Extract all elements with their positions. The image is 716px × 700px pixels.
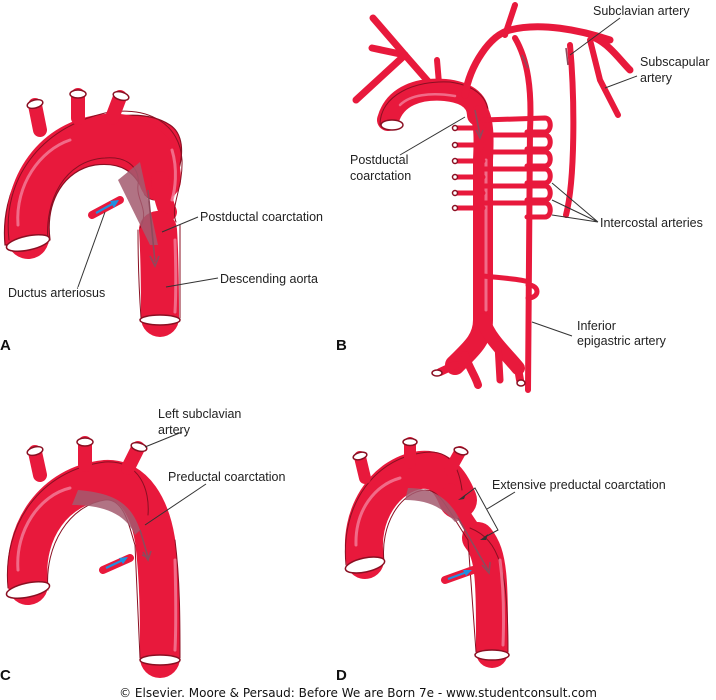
label-subscapular-2: artery xyxy=(640,71,673,85)
aortic-arch-a xyxy=(3,88,183,337)
panel-letter-b: B xyxy=(336,337,347,354)
label-extensive-preductal-coarctation: Extensive preductal coarctation xyxy=(492,478,666,492)
leader-descending-a xyxy=(165,277,219,288)
leader-preductal-c xyxy=(144,483,207,526)
label-subscapular-1: Subscapular xyxy=(640,55,710,69)
label-epigastric-1: Inferior xyxy=(577,319,616,333)
label-left-subclavian-1: Left subclavian xyxy=(158,407,241,421)
leader-epigastric-b xyxy=(531,321,573,337)
label-preductal-coarctation: Preductal coarctation xyxy=(168,470,285,484)
collateral-circulation-b xyxy=(352,2,634,393)
panel-letter-c: C xyxy=(0,667,11,684)
leader-intercostal-b xyxy=(551,182,599,223)
copyright-credit: © Elsevier. Moore & Persaud: Before We a… xyxy=(119,686,597,700)
label-intercostal-arteries: Intercostal arteries xyxy=(600,216,703,230)
label-left-subclavian-2: artery xyxy=(158,423,191,437)
label-postductal-coarctation-a: Postductal coarctation xyxy=(200,210,323,224)
panel-c: Left subclavian artery Preductal coarcta… xyxy=(0,407,285,684)
panel-d: Extensive preductal coarctation D xyxy=(336,437,666,684)
intercostal-loops xyxy=(451,115,553,301)
leader-subscapular-b xyxy=(604,75,638,89)
panel-letter-a: A xyxy=(0,337,11,354)
leader-postductal-a xyxy=(161,216,199,233)
leader-postductal-b xyxy=(399,116,466,156)
panel-letter-d: D xyxy=(336,667,347,684)
bracket-arrow-top xyxy=(458,494,466,500)
aortic-arch-c xyxy=(5,436,181,678)
bracket-arrow-bottom xyxy=(480,534,488,540)
label-ductus-arteriosus: Ductus arteriosus xyxy=(8,286,105,300)
leader-extensive-d xyxy=(486,491,516,510)
leader-ductus-a xyxy=(77,211,106,288)
leader-left-subclavian-c xyxy=(144,431,183,448)
panel-b: Subclavian artery Subscapular artery Pos… xyxy=(336,2,710,393)
panel-a: Postductal coarctation Ductus arteriosus… xyxy=(0,88,323,354)
label-postductal-1-b: Postductal xyxy=(350,153,408,167)
leader-subclavian-b xyxy=(569,17,621,56)
label-descending-aorta: Descending aorta xyxy=(220,272,318,286)
label-postductal-2-b: coarctation xyxy=(350,169,411,183)
label-subclavian-artery: Subclavian artery xyxy=(593,4,690,18)
label-epigastric-2: epigastric artery xyxy=(577,334,667,348)
bracket-extensive-d xyxy=(462,487,499,538)
aortic-arch-d xyxy=(344,437,510,668)
